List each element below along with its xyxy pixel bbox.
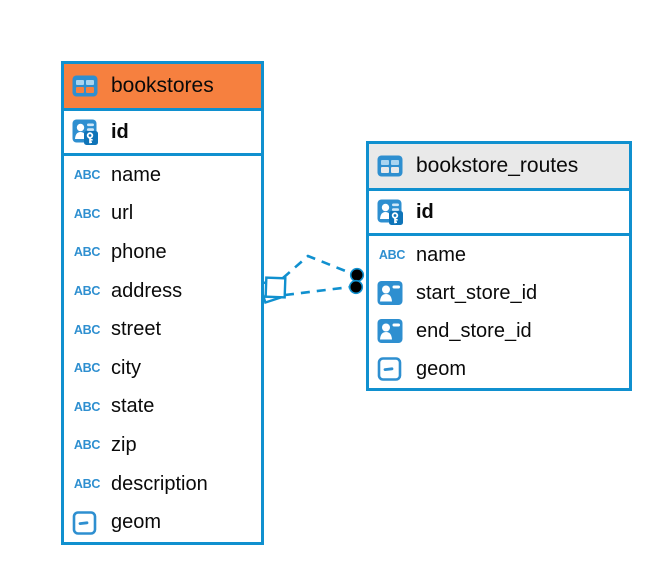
column-row-id[interactable]: id: [64, 111, 261, 156]
relation-line-lower[interactable]: [284, 285, 351, 297]
geometry-type-icon: [377, 356, 407, 382]
text-type-icon: ABC: [73, 168, 101, 183]
table-bookstore-routes[interactable]: bookstore_routes id ABC name: [366, 141, 632, 391]
text-type-icon: ABC: [73, 245, 101, 260]
column-row[interactable]: ABC state: [64, 387, 261, 427]
relation-diamond-endpoint[interactable]: [264, 276, 287, 299]
column-row-id[interactable]: id: [369, 191, 629, 236]
column-row[interactable]: ABC name: [369, 236, 629, 274]
text-type-icon: ABC: [73, 284, 101, 299]
column-name: id: [416, 200, 434, 223]
column-name: address: [111, 279, 183, 302]
column-name: geom: [111, 511, 162, 534]
column-row[interactable]: start_store_id: [369, 274, 629, 312]
column-row[interactable]: ABC street: [64, 310, 261, 349]
primary-key-icon: [377, 199, 407, 225]
column-name: name: [111, 163, 162, 186]
table-bookstores[interactable]: bookstores id ABC name: [61, 61, 264, 545]
column-list: ABC name ABC url ABC phone ABC address A…: [64, 156, 261, 542]
column-row[interactable]: ABC address: [64, 271, 261, 311]
column-name: geom: [416, 357, 467, 380]
column-name: url: [111, 202, 134, 225]
column-name: state: [111, 395, 155, 418]
primary-key-icon: [72, 119, 102, 145]
text-type-icon: ABC: [73, 322, 101, 337]
column-row[interactable]: geom: [64, 503, 261, 542]
column-row[interactable]: ABC description: [64, 464, 261, 504]
table-header-bookstore-routes[interactable]: bookstore_routes: [369, 144, 629, 191]
relation-dot-endpoint[interactable]: [348, 279, 364, 295]
column-row[interactable]: end_store_id: [369, 312, 629, 350]
table-title: bookstore_routes: [416, 154, 579, 177]
text-type-icon: ABC: [73, 206, 101, 221]
column-name: id: [111, 120, 129, 143]
text-type-icon: ABC: [73, 399, 101, 414]
column-name: start_store_id: [416, 281, 538, 304]
text-type-icon: ABC: [73, 438, 101, 453]
geometry-type-icon: [72, 510, 102, 536]
column-name: name: [416, 243, 467, 266]
column-name: description: [111, 472, 208, 495]
relation-line-upper[interactable]: [282, 254, 354, 279]
table-icon: [72, 73, 102, 99]
text-type-icon: ABC: [73, 361, 101, 376]
column-name: zip: [111, 433, 137, 456]
table-icon: [377, 153, 407, 179]
foreign-key-icon: [377, 318, 407, 344]
column-row[interactable]: ABC name: [64, 156, 261, 195]
relation-dot-endpoint[interactable]: [349, 267, 365, 283]
column-name: phone: [111, 240, 167, 263]
column-list: ABC name start_store_id: [369, 236, 629, 388]
table-title: bookstores: [111, 74, 214, 97]
text-type-icon: ABC: [73, 477, 101, 492]
column-row[interactable]: ABC zip: [64, 426, 261, 465]
text-type-icon: ABC: [378, 248, 406, 262]
column-name: street: [111, 318, 162, 341]
table-header-bookstores[interactable]: bookstores: [64, 64, 261, 111]
column-row[interactable]: ABC url: [64, 194, 261, 234]
column-row[interactable]: ABC phone: [64, 233, 261, 272]
column-row[interactable]: geom: [369, 350, 629, 388]
column-row[interactable]: ABC city: [64, 348, 261, 388]
column-name: end_store_id: [416, 319, 532, 342]
foreign-key-icon: [377, 280, 407, 306]
column-name: city: [111, 356, 141, 379]
